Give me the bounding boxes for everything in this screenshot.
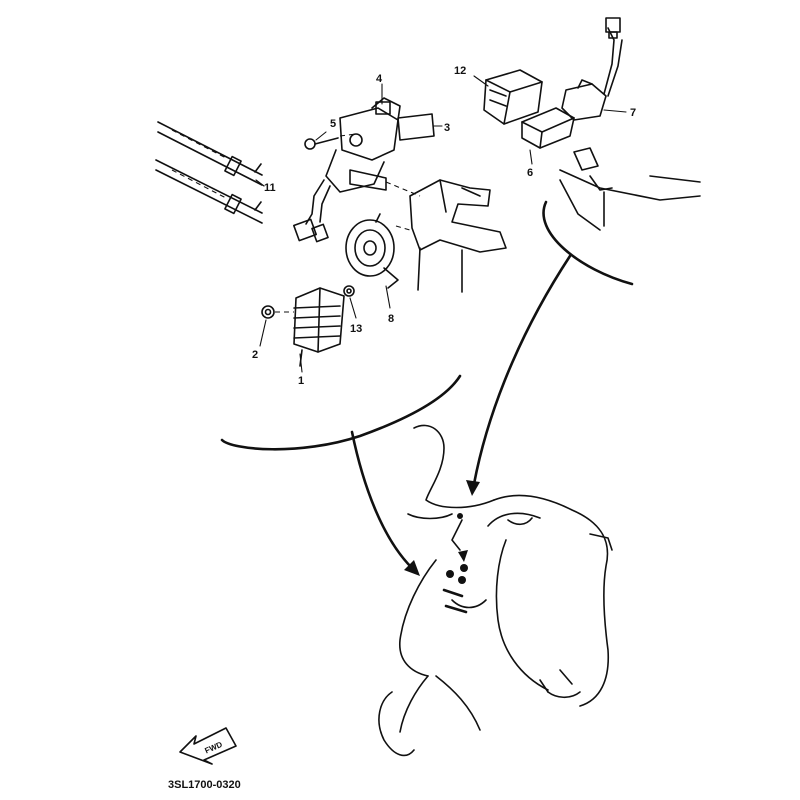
upper-region-bracket: [542, 200, 634, 286]
rectifier-regulator: [261, 285, 355, 367]
relay-assembly: [483, 17, 701, 231]
scooter-outline: [378, 424, 613, 757]
lower-region-bracket: [220, 374, 462, 451]
callout-12: 12: [454, 65, 466, 77]
callout-5: 5: [330, 118, 336, 130]
callout-8: 8: [388, 313, 394, 325]
handlebar-cables: [155, 121, 263, 224]
pointer-arrows: [350, 254, 572, 576]
main-switch-assembly: [293, 97, 435, 243]
callout-1: 1: [298, 375, 304, 387]
horn-assembly: [345, 179, 507, 293]
forward-arrow-icon: FWD: [179, 727, 237, 765]
callout-2: 2: [252, 349, 258, 361]
callout-3: 3: [444, 122, 450, 134]
callout-13: 13: [350, 323, 362, 335]
callout-leaders: [255, 75, 627, 373]
callout-7: 7: [630, 107, 636, 119]
part-code: 3SL1700-0320: [168, 779, 241, 791]
callout-11: 11: [264, 182, 276, 194]
callout-6: 6: [527, 167, 533, 179]
callout-4: 4: [376, 73, 383, 85]
